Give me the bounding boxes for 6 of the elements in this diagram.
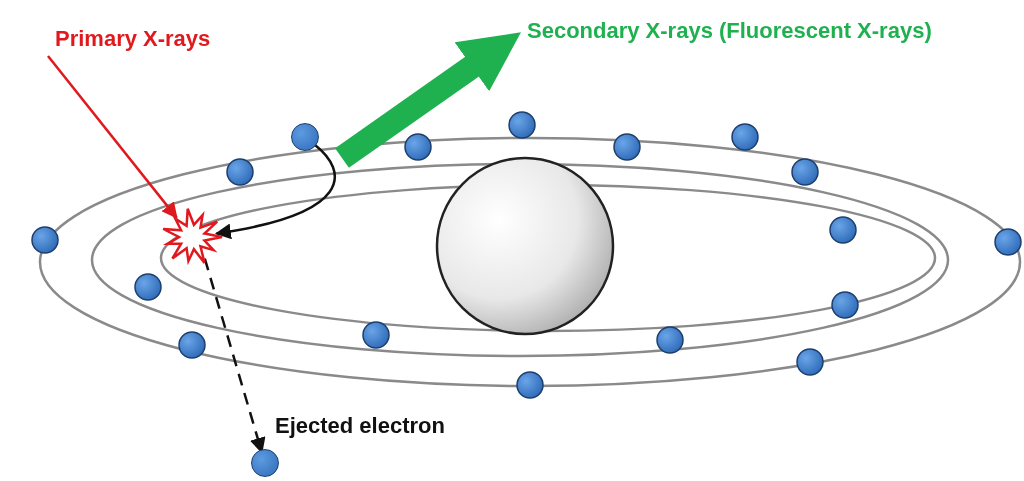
beam-label: Secondary X-rays (Fluorescent X-rays)	[527, 18, 932, 44]
arrow	[47, 55, 178, 219]
beam-label: Primary X-rays	[55, 26, 211, 52]
electron	[251, 449, 279, 477]
electron	[291, 123, 319, 151]
arrow	[335, 32, 521, 168]
